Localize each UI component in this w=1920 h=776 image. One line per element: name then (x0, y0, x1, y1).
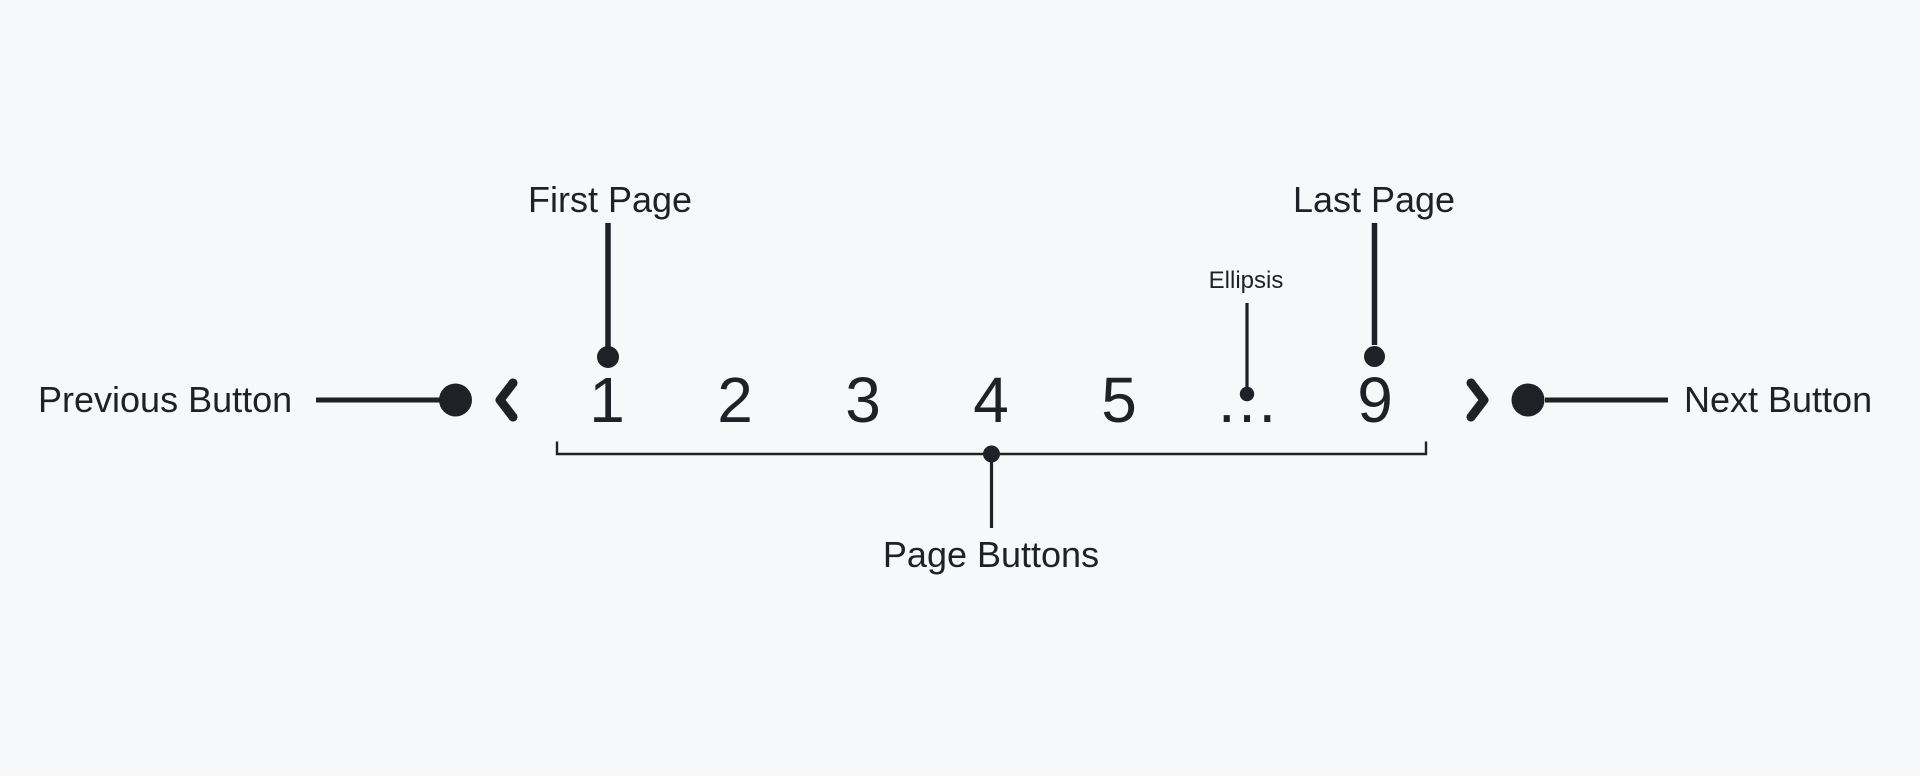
previous-connector-dot (439, 383, 472, 417)
page-button-4[interactable]: 4 (973, 364, 1009, 436)
page-button-3[interactable]: 3 (845, 364, 881, 436)
first-page-label: First Page (527, 179, 693, 220)
last-page-label: Last Page (1292, 179, 1456, 220)
ellipsis-label: Ellipsis (1208, 267, 1284, 294)
page-buttons-row: 1 2 3 4 5 … 9 (543, 364, 1439, 436)
chevron-left-icon (495, 378, 518, 422)
page-buttons-connector-dot (983, 445, 1000, 463)
next-connector-dot (1511, 383, 1545, 417)
previous-button-label: Previous Button (38, 379, 293, 420)
chevron-right-icon (1466, 378, 1489, 422)
page-button-2[interactable]: 2 (717, 364, 753, 436)
page-button-5[interactable]: 5 (1101, 364, 1137, 436)
next-page-button[interactable] (1454, 376, 1502, 424)
previous-page-button[interactable] (482, 376, 530, 424)
page-button-9[interactable]: 9 (1357, 364, 1393, 436)
page-button-1[interactable]: 1 (589, 364, 625, 436)
next-button-label: Next Button (1684, 379, 1873, 420)
page-buttons-bracket (555, 441, 1428, 456)
pagination-ellipsis: … (1215, 364, 1279, 436)
page-buttons-label: Page Buttons (882, 534, 1100, 575)
